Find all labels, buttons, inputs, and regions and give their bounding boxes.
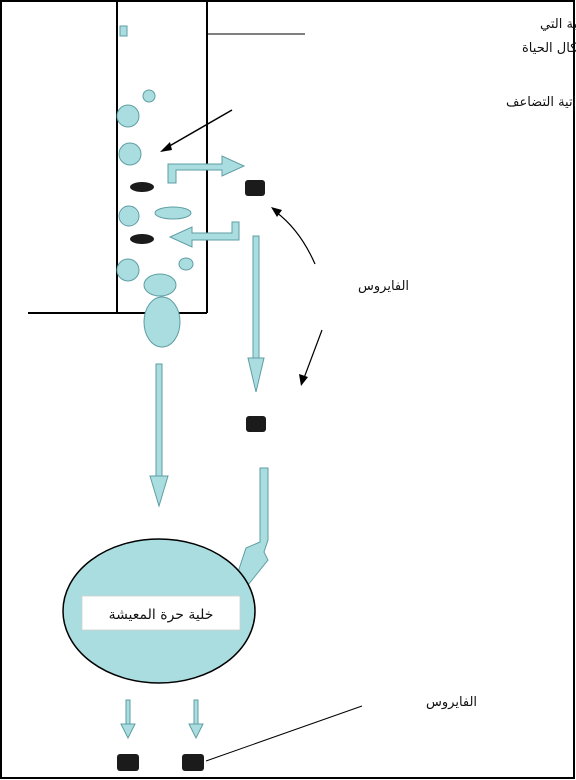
release-arrow-shaft bbox=[126, 700, 130, 727]
virus-pointer-lower-head bbox=[299, 374, 308, 386]
cell-label: خلية حرة المعيشة bbox=[109, 607, 214, 623]
particle-circle bbox=[143, 90, 155, 102]
cell-arrow-shaft bbox=[156, 364, 162, 479]
cell-arrow-head bbox=[150, 476, 168, 506]
infection-arrow bbox=[238, 468, 268, 590]
virus-pointer-lower bbox=[304, 330, 322, 378]
emerging-blob bbox=[144, 297, 180, 347]
return-arrow bbox=[170, 222, 239, 247]
virus-pointer-upper bbox=[276, 212, 315, 264]
virus-icon bbox=[182, 754, 204, 771]
virus-leader-line bbox=[206, 706, 362, 761]
environment-label-line1: البيئة المعدنية الإفتراضية التي bbox=[540, 17, 576, 32]
down-arrow-shaft bbox=[253, 236, 259, 361]
virus-particle-dark bbox=[130, 234, 154, 244]
molecules-pointer bbox=[166, 110, 232, 148]
virus-icon bbox=[245, 180, 265, 196]
particle-circle bbox=[117, 259, 139, 281]
virus-icon bbox=[246, 416, 266, 432]
release-arrow-head bbox=[121, 724, 135, 738]
environment-label-line2: نشأت فيها أول أشكال الحياة bbox=[522, 38, 576, 56]
virus-label-lower: الفايروس bbox=[426, 695, 477, 710]
virus-icon bbox=[117, 754, 139, 771]
particle-circle bbox=[119, 143, 141, 165]
molecules-pointer-head bbox=[160, 142, 172, 152]
release-arrow-shaft bbox=[194, 700, 198, 727]
particle-circle bbox=[119, 206, 139, 226]
particle-ellipse bbox=[144, 274, 176, 296]
particle-small bbox=[120, 26, 127, 36]
particle-circle bbox=[179, 258, 193, 270]
particle-ellipse bbox=[155, 207, 191, 219]
release-arrow-head bbox=[189, 724, 203, 738]
particle-circle bbox=[117, 105, 139, 127]
down-arrow-head bbox=[248, 358, 264, 392]
virus-label-upper: الفايروس bbox=[358, 279, 409, 294]
virus-particle-dark bbox=[130, 182, 154, 192]
molecules-label: الجزيئات الكبيرة ذاتية التضاعف bbox=[506, 95, 576, 110]
